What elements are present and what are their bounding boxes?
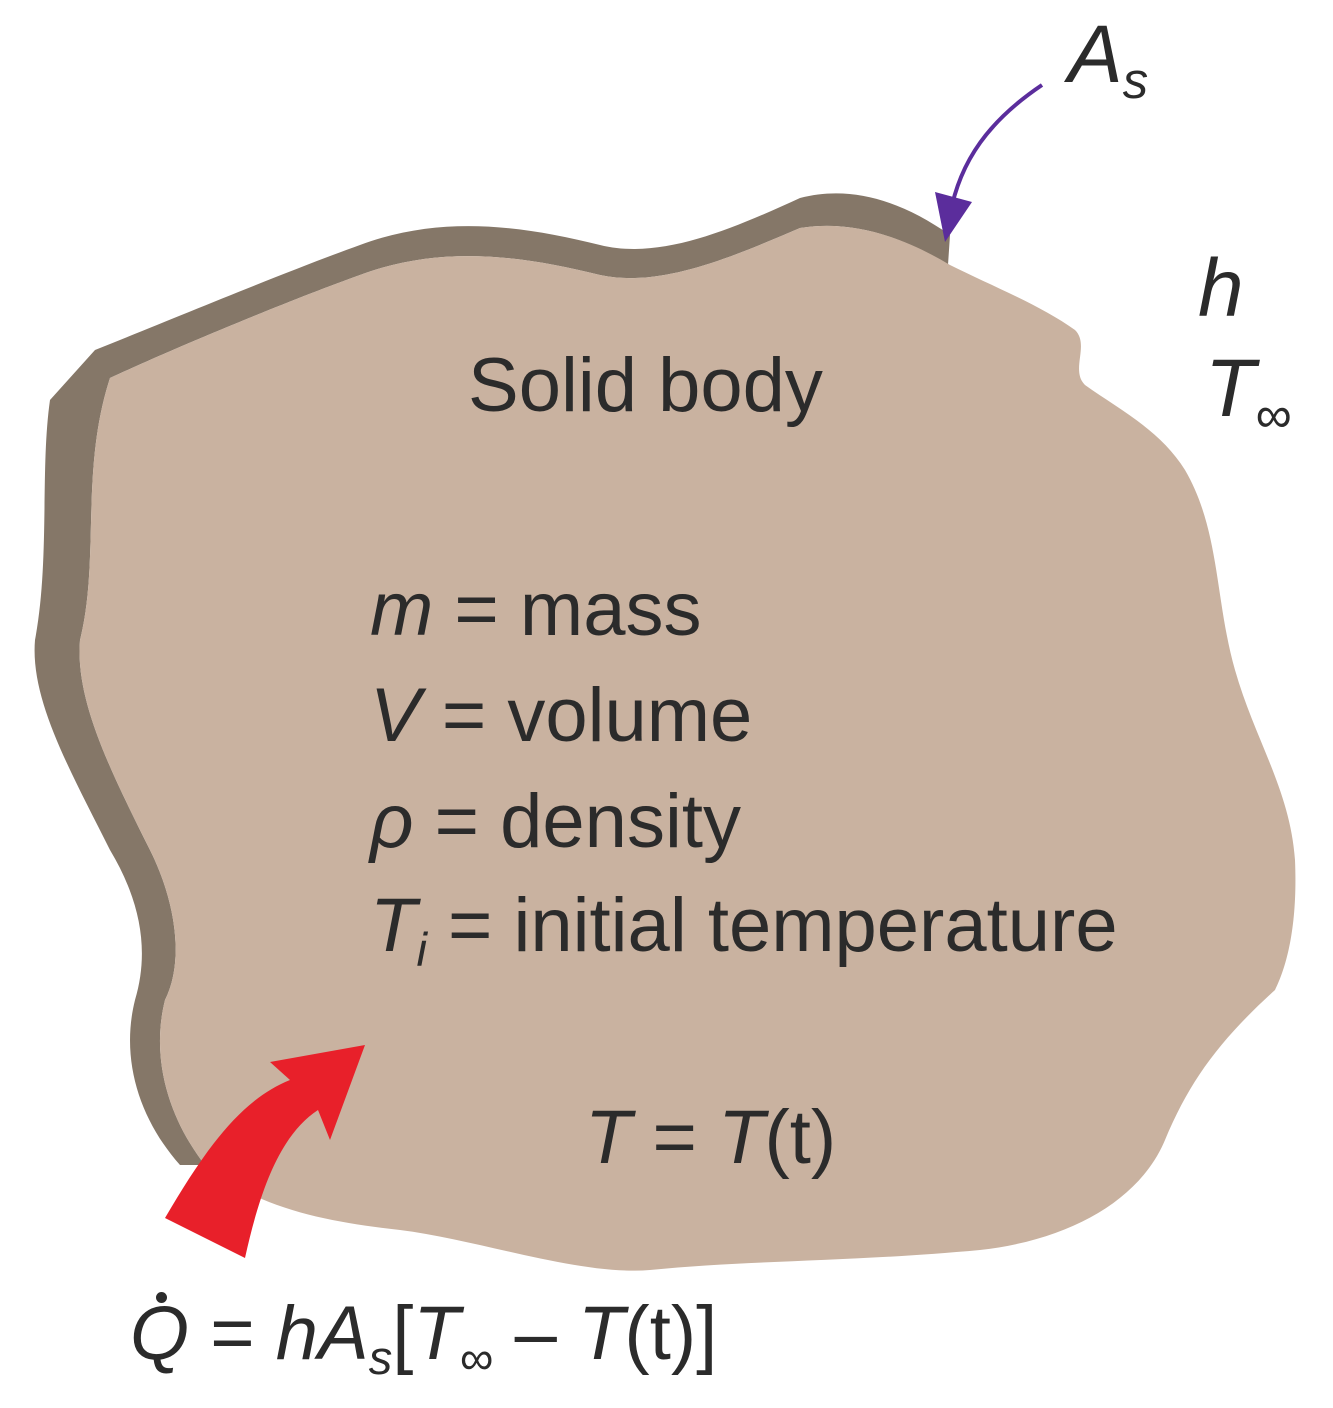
close-bracket: ] [696,1291,718,1376]
area-subscript: s [368,1331,393,1385]
ambient-temperature-subscript: ∞ [1255,386,1292,444]
minus-sign: – [493,1291,578,1376]
open-bracket: [ [392,1291,414,1376]
ambient-temperature-symbol: T [1205,343,1256,434]
equals-sign: = [631,1095,719,1180]
property-subscript: i [416,923,427,977]
h-symbol: h [275,1291,319,1376]
property-mass: m = mass [370,572,702,648]
solid-body [79,225,1296,1271]
property-symbol: ρ [370,779,414,864]
area-symbol: A [318,1291,369,1376]
time-argument: (t) [624,1291,697,1376]
temperature-function: T = T(t) [585,1100,836,1176]
property-initial-temperature: Ti = initial temperature [370,888,1118,974]
surface-pointer-arrowhead [935,192,972,242]
surface-area-symbol: A [1068,9,1123,100]
ambient-temperature-subscript: ∞ [459,1331,494,1385]
equals-sign: = [189,1291,276,1376]
body-title: Solid body [468,343,823,428]
heat-transfer-coefficient-label: h [1198,243,1244,334]
property-text: = volume [420,673,753,758]
property-density: ρ = density [370,784,741,860]
property-symbol: V [370,673,421,758]
time-argument: (t) [764,1095,837,1180]
surface-area-subscript: s [1122,52,1149,110]
property-volume: V = volume [370,678,752,754]
heat-rate-symbol: Q [130,1291,190,1376]
temperature-symbol: T [577,1291,625,1376]
surface-area-label: As [1068,14,1148,107]
property-symbol: T [370,883,417,968]
property-text: = mass [433,567,702,652]
ambient-temperature-label: T∞ [1205,348,1291,441]
temperature-symbol: T [585,1095,632,1180]
property-text: = density [413,779,741,864]
temperature-symbol: T [718,1095,765,1180]
surface-pointer-arrow [948,83,1044,216]
heat-transfer-equation: Q = hAs[T∞ – T(t)] [130,1291,717,1381]
heat-transfer-arrow [165,1045,365,1258]
property-symbol: m [370,567,434,652]
property-text: = initial temperature [426,883,1118,968]
ambient-temperature-symbol: T [413,1291,460,1376]
